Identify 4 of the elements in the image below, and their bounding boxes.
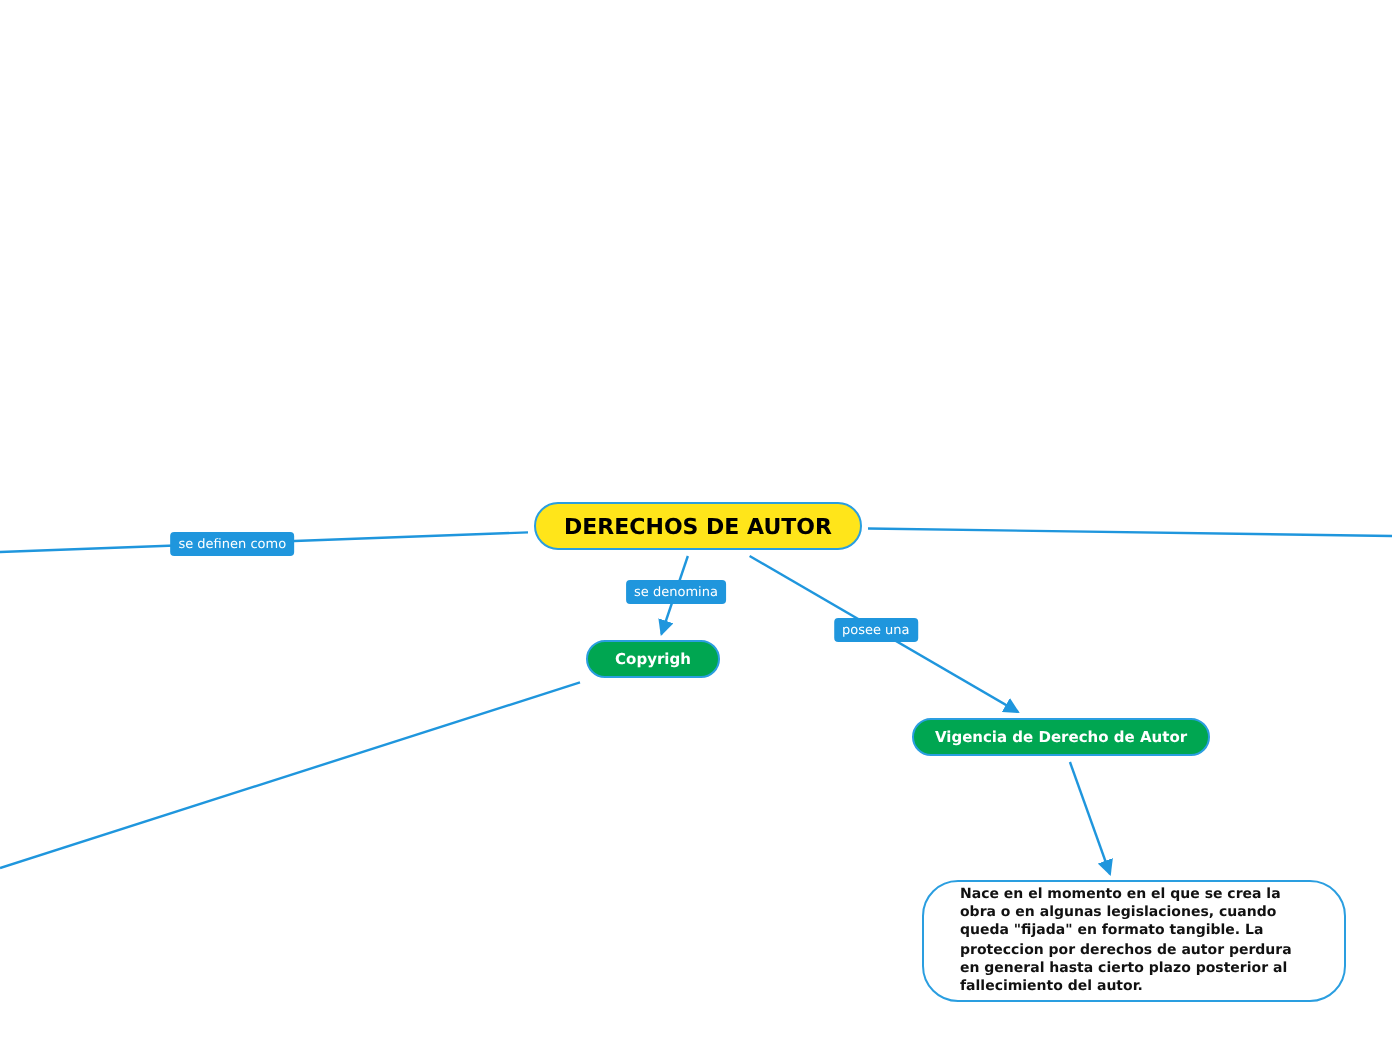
central-topic: DERECHOS DE AUTOR bbox=[534, 502, 862, 550]
connector-line bbox=[868, 527, 1392, 538]
connector-line bbox=[0, 681, 581, 870]
arrow bbox=[1068, 761, 1113, 876]
